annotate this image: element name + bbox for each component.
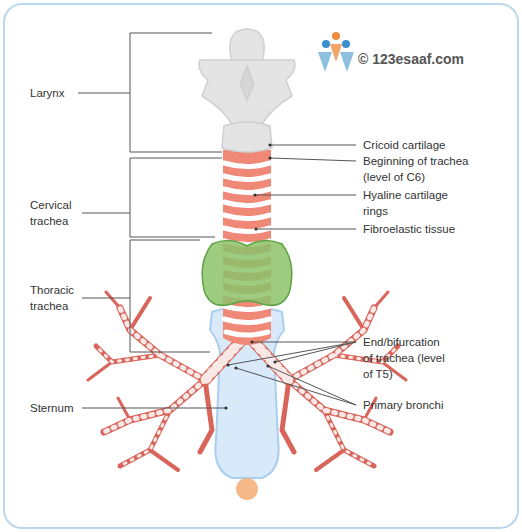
leader-lines xyxy=(78,33,356,408)
logo-icon xyxy=(318,32,354,72)
part-label: End/bifurcation of trachea (level of T5) xyxy=(363,334,451,382)
part-label: Hyaline cartilage rings xyxy=(363,187,463,219)
thyroid-gland xyxy=(202,240,292,305)
part-label: Cricoid cartilage xyxy=(363,137,513,153)
region-label: Cervical trachea xyxy=(30,197,92,229)
larynx xyxy=(199,29,295,152)
part-label: Sternum xyxy=(30,400,120,416)
part-label: Primary bronchi xyxy=(363,397,513,413)
part-label: Fibroelastic tissue xyxy=(363,221,513,237)
region-label: Thoracic trachea xyxy=(30,282,92,314)
watermark: © 123esaaf.com xyxy=(358,50,513,68)
xiphoid xyxy=(236,478,258,500)
leader-dots xyxy=(224,143,276,409)
part-label: Beginning of trachea (level of C6) xyxy=(363,153,488,185)
region-label: Larynx xyxy=(30,85,120,101)
